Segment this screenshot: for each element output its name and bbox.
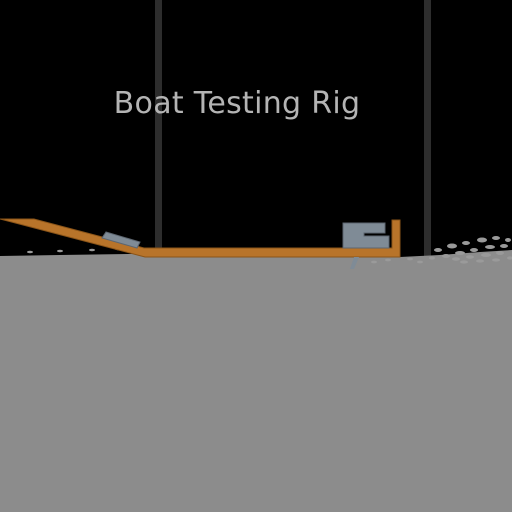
- spray-droplet: [466, 255, 474, 259]
- spray-droplet: [462, 241, 470, 245]
- spray-droplet: [470, 248, 478, 252]
- spray-droplet: [89, 248, 95, 252]
- cabin-icon[interactable]: [342, 222, 390, 249]
- spray-droplet: [505, 238, 511, 242]
- spray-droplet: [452, 257, 460, 261]
- spray-droplet: [442, 254, 450, 258]
- spray-droplet: [455, 251, 465, 255]
- spray-droplet: [492, 236, 500, 240]
- spray-droplet: [492, 258, 500, 262]
- spray-droplet: [500, 244, 508, 248]
- spray-droplet: [477, 237, 487, 243]
- spray-droplet: [485, 245, 495, 249]
- rig-pole-left: [155, 0, 162, 258]
- spray-droplet: [371, 260, 377, 264]
- spray-droplet: [429, 256, 435, 260]
- spray-droplet: [496, 251, 504, 255]
- spray-droplet: [476, 259, 484, 263]
- water-surface: [0, 250, 512, 512]
- propeller-icon: [350, 257, 359, 269]
- spray-droplet: [27, 250, 33, 254]
- boat-hull: [0, 218, 401, 258]
- spray-droplet: [407, 257, 413, 261]
- spray-droplet: [434, 248, 442, 252]
- spray-droplet: [460, 260, 468, 264]
- water-spray: [27, 236, 512, 264]
- spray-droplet: [507, 256, 512, 260]
- spray-droplet: [57, 249, 63, 253]
- spray-droplet: [385, 258, 391, 262]
- spray-droplet: [447, 243, 457, 249]
- spray-droplet: [417, 260, 423, 264]
- rig-pole-right: [424, 0, 431, 258]
- boat[interactable]: [0, 218, 401, 269]
- spray-droplet: [481, 253, 491, 257]
- hatch-icon[interactable]: [101, 231, 141, 249]
